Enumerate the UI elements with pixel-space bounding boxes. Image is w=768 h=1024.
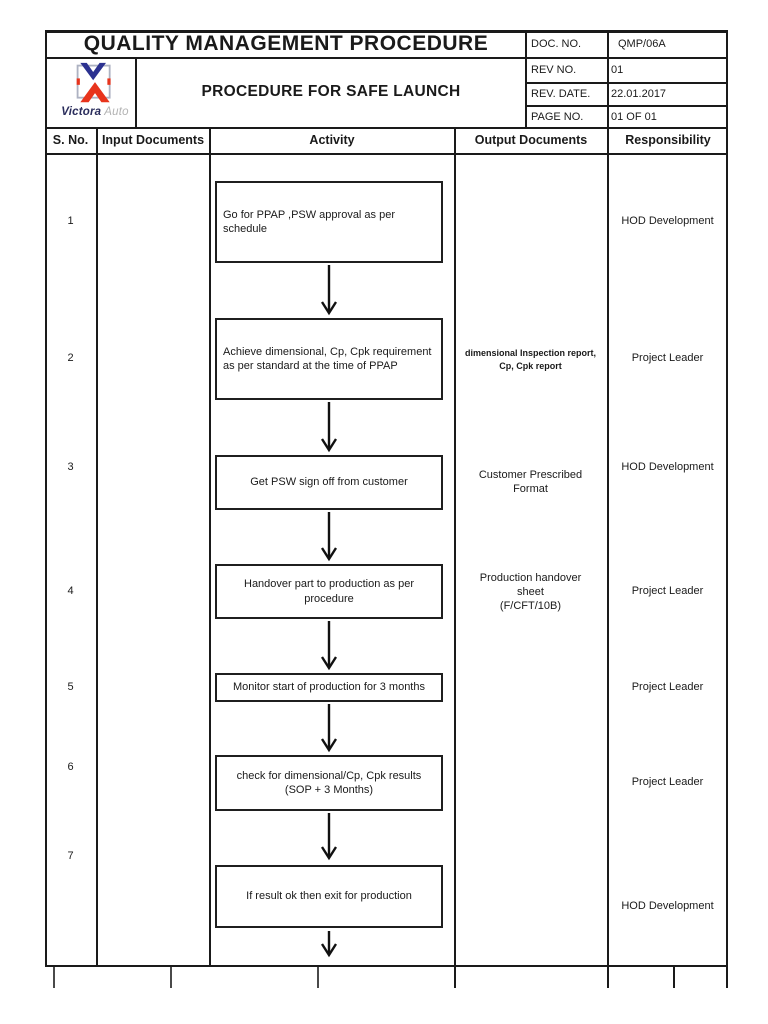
activity-box: check for dimensional/Cp, Cpk results (S… bbox=[215, 755, 443, 811]
footer-row-divider bbox=[317, 967, 319, 988]
column-header-input-documents: Input Documents bbox=[101, 133, 205, 147]
activity-box: If result ok then exit for production bbox=[215, 865, 443, 928]
activity-box: Go for PPAP ,PSW approval as per schedul… bbox=[215, 181, 443, 263]
table-border-left bbox=[45, 30, 47, 967]
arrowhead-icon bbox=[320, 547, 338, 562]
meta-label: PAGE NO. bbox=[531, 110, 584, 123]
column-header-activity: Activity bbox=[309, 133, 355, 147]
header-row-divider bbox=[45, 57, 728, 59]
responsibility-cell: Project Leader bbox=[631, 681, 704, 694]
sno-cell: 4 bbox=[67, 585, 74, 598]
col-divider-input bbox=[209, 127, 211, 967]
meta-row-divider bbox=[525, 82, 728, 84]
meta-value-rev-no: 01 bbox=[611, 64, 624, 76]
activity-box: Achieve dimensional, Cp, Cpk requirement… bbox=[215, 318, 443, 400]
footer-row-divider bbox=[53, 967, 55, 988]
column-header-responsibility: Responsibility bbox=[625, 133, 711, 147]
column-header-output-documents: Output Documents bbox=[474, 133, 588, 147]
sno-cell: 5 bbox=[67, 681, 74, 694]
page-title: QUALITY MANAGEMENT PROCEDURE bbox=[83, 31, 489, 55]
meta-row-divider bbox=[525, 105, 728, 107]
brand-secondary: Auto bbox=[104, 106, 129, 118]
document-subtitle: PROCEDURE FOR SAFE LAUNCH bbox=[201, 83, 461, 100]
arrowhead-icon bbox=[320, 846, 338, 861]
meta-label-value-divider bbox=[607, 30, 609, 129]
responsibility-cell: Project Leader bbox=[631, 585, 704, 598]
footer-row-divider bbox=[673, 967, 675, 988]
col-divider-sno bbox=[96, 127, 98, 967]
output-cell: Customer Prescribed Format bbox=[478, 468, 583, 495]
activity-box: Get PSW sign off from customer bbox=[215, 455, 443, 510]
responsibility-cell: Project Leader bbox=[631, 776, 704, 789]
sno-cell: 6 bbox=[67, 761, 74, 774]
meta-label: REV NO. bbox=[531, 64, 577, 76]
activity-box: Monitor start of production for 3 months bbox=[215, 673, 443, 702]
meta-value-rev-date: 22.01.2017 bbox=[611, 87, 667, 100]
column-header-bottom-divider bbox=[45, 153, 728, 155]
responsibility-cell: Project Leader bbox=[631, 352, 704, 365]
arrowhead-icon bbox=[320, 301, 338, 316]
footer-row-divider bbox=[170, 967, 172, 988]
meta-label: DOC. NO. bbox=[531, 38, 582, 50]
title-meta-divider bbox=[525, 30, 527, 129]
output-cell: dimensional Inspection report, Cp, Cpk r… bbox=[464, 347, 597, 371]
sno-cell: 3 bbox=[67, 461, 74, 474]
meta-value-doc-no: QMP/06A bbox=[618, 38, 666, 50]
sno-cell: 7 bbox=[67, 850, 74, 863]
brand-primary: Victora bbox=[61, 106, 102, 118]
responsibility-cell: HOD Development bbox=[621, 461, 714, 474]
flow-arrow-group bbox=[320, 265, 338, 958]
arrowhead-icon bbox=[320, 943, 338, 958]
victora-auto-logo: Victora Auto bbox=[58, 61, 132, 127]
table-border-right bbox=[726, 30, 728, 988]
meta-value-page-no: 01 OF 01 bbox=[611, 110, 657, 123]
sno-cell: 1 bbox=[67, 215, 74, 228]
arrowhead-icon bbox=[320, 656, 338, 671]
sno-cell: 2 bbox=[67, 352, 74, 365]
logo-subtitle-divider bbox=[135, 57, 137, 129]
brand-wordmark: Victora Auto bbox=[61, 106, 128, 118]
col-divider-output bbox=[607, 127, 609, 988]
responsibility-cell: HOD Development bbox=[621, 900, 714, 913]
table-border-top bbox=[45, 30, 728, 33]
victora-auto-logo-icon bbox=[76, 62, 111, 103]
table-border-bottom bbox=[45, 965, 728, 967]
activity-box: Handover part to production as per proce… bbox=[215, 564, 443, 619]
responsibility-cell: HOD Development bbox=[621, 215, 714, 228]
column-header-sno: S. No. bbox=[52, 133, 89, 147]
arrowhead-icon bbox=[320, 738, 338, 753]
meta-label: REV. DATE. bbox=[531, 87, 591, 100]
arrowhead-icon bbox=[320, 438, 338, 453]
output-cell: Production handover sheet (F/CFT/10B) bbox=[479, 571, 582, 613]
col-divider-activity bbox=[454, 127, 456, 988]
column-header-top-divider bbox=[45, 127, 728, 129]
